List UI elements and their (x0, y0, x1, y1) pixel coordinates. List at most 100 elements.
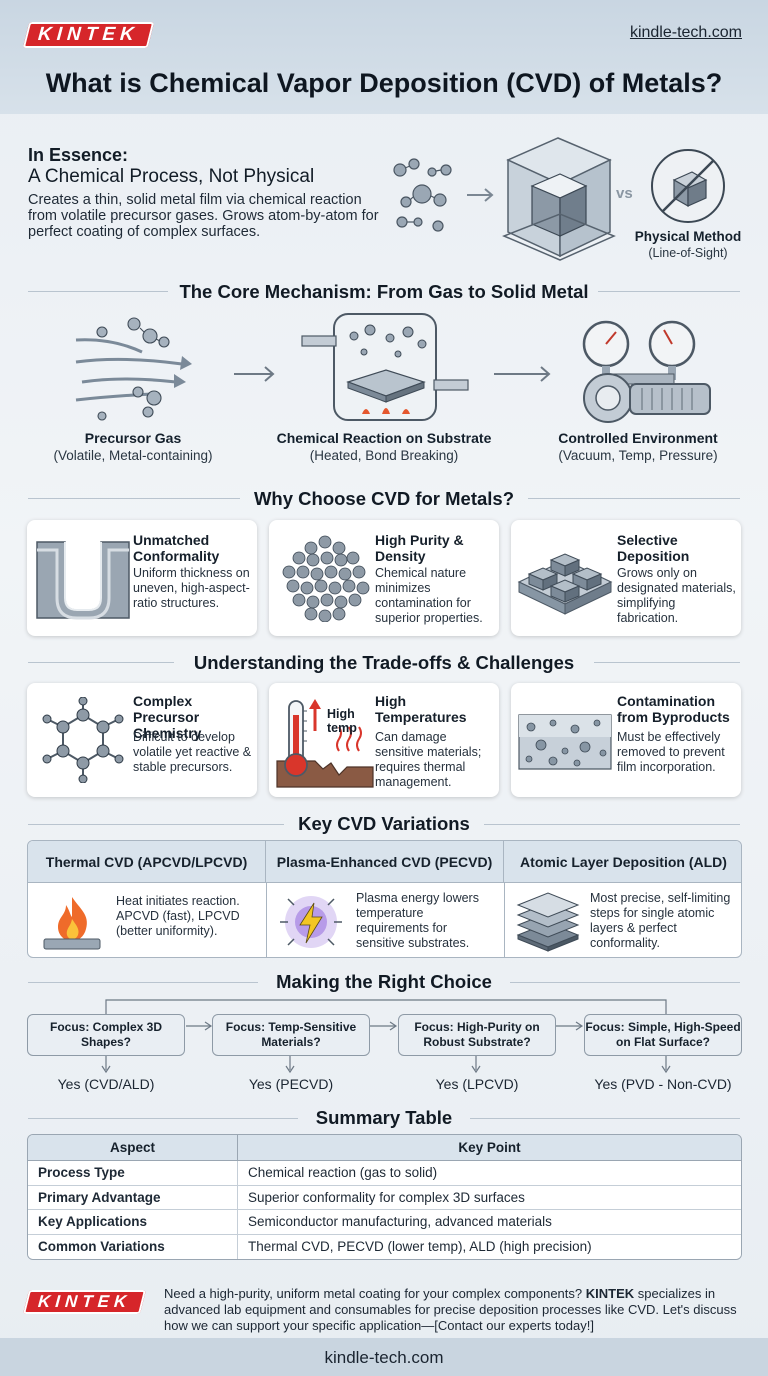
cta-brand: KINTEK (585, 1286, 635, 1301)
mechanism-title: The Core Mechanism: From Gas to Solid Me… (179, 281, 589, 302)
tradeoff-card-precursor: Complex Precursor Chemistry Difficult to… (27, 683, 257, 797)
logo-text: KINTEK (37, 24, 140, 45)
website-link-top[interactable]: kindle-tech.com (629, 24, 742, 41)
card-text: Grows only on designated materials, simp… (617, 566, 736, 625)
why-card-conformality: Unmatched Conformality Uniform thickness… (27, 520, 257, 636)
kintek-logo[interactable]: KINTEK (22, 22, 154, 48)
divider (598, 291, 740, 292)
choice-flat-surface[interactable]: Focus: Simple, High-Speed on Flat Surfac… (584, 1014, 742, 1056)
variation-text: Most precise, self-limiting steps for si… (590, 891, 731, 950)
coated-cube-icon (502, 137, 616, 261)
choice-temp-sensitive[interactable]: Focus: Temp-Sensitive Materials? (212, 1014, 370, 1056)
divider (484, 824, 740, 825)
choice-title: Making the Right Choice (276, 971, 492, 992)
contaminated-film-icon (518, 714, 612, 770)
footer (0, 1338, 768, 1376)
row-aspect: Primary Advantage (28, 1185, 238, 1210)
choice-answer: Yes (LPCVD) (435, 1076, 519, 1092)
summary-title: Summary Table (315, 1107, 453, 1128)
table-row: Primary Advantage Superior conformality … (28, 1185, 741, 1210)
physical-method-sub: (Line-of-Sight) (648, 246, 728, 260)
row-aspect: Common Variations (28, 1234, 238, 1259)
step-label-precursor: Precursor Gas (84, 430, 182, 446)
card-text: Can damage sensitive materials; requires… (375, 730, 482, 789)
tradeoff-card-contamination: Contamination from Byproducts Must be ef… (511, 683, 741, 797)
row-key-point: Superior conformality for complex 3D sur… (238, 1185, 741, 1210)
high-temp-badge: High temp (327, 707, 357, 735)
card-title: Contamination from Byproducts (617, 693, 730, 725)
choice-answer: Yes (PECVD) (248, 1076, 334, 1092)
atom-lattice-icon (282, 535, 370, 622)
molecule-icon (42, 697, 124, 783)
gas-molecules-icon (393, 158, 452, 232)
thermometer-icon (276, 699, 374, 788)
card-title: Complex Precursor Chemistry (133, 693, 202, 741)
divider (504, 883, 505, 957)
arrow-right-icon (234, 366, 275, 382)
card-title: Unmatched Conformality (133, 532, 220, 564)
table-row: Common Variations Thermal CVD, PECVD (lo… (28, 1234, 741, 1259)
divider (266, 883, 267, 957)
step-sub-reaction: (Heated, Bond Breaking) (309, 448, 459, 463)
arrow-right-icon (467, 188, 494, 202)
cta-text: Need a high-purity, uniform metal coatin… (164, 1286, 744, 1334)
divider (528, 498, 740, 499)
table-row: Key Applications Semiconductor manufactu… (28, 1210, 741, 1235)
choice-complex-3d[interactable]: Focus: Complex 3D Shapes? (27, 1014, 185, 1056)
variation-name: Plasma-Enhanced CVD (PECVD) (266, 841, 504, 883)
divider (28, 662, 174, 663)
divider (28, 1118, 298, 1119)
physical-method-icon (651, 149, 725, 223)
card-text: Uniform thickness on uneven, high-aspect… (133, 566, 250, 610)
step-sub-environment: (Vacuum, Temp, Pressure) (558, 448, 718, 463)
arrow-right-icon (494, 366, 551, 382)
row-aspect: Key Applications (28, 1210, 238, 1235)
variation-name: Atomic Layer Deposition (ALD) (504, 841, 741, 883)
why-card-purity: High Purity & Density Chemical nature mi… (269, 520, 499, 636)
variation-name: Thermal CVD (APCVD/LPCVD) (28, 841, 266, 883)
page-title: What is Chemical Vapor Deposition (CVD) … (45, 68, 723, 98)
column-header: Key Point (238, 1135, 741, 1161)
divider (28, 824, 284, 825)
selective-blocks-icon (517, 553, 613, 615)
trench-coating-icon (36, 541, 130, 620)
website-link-bottom[interactable]: kindle-tech.com (324, 1348, 444, 1367)
layer-stack-icon (516, 892, 580, 952)
choice-high-purity[interactable]: Focus: High-Purity on Robust Substrate? (398, 1014, 556, 1056)
essence-subheading: A Chemical Process, Not Physical (28, 166, 315, 187)
card-text: Difficult to develop volatile yet reacti… (133, 730, 252, 774)
card-text: Must be effectively removed to prevent f… (617, 730, 725, 774)
cta-pre: Need a high-purity, uniform metal coatin… (164, 1286, 586, 1301)
card-title: High Temperatures (375, 693, 467, 725)
table-header-row: Aspect Key Point (28, 1135, 741, 1161)
flame-icon (43, 897, 101, 950)
why-title: Why Choose CVD for Metals? (253, 488, 515, 509)
plasma-bolt-icon (280, 896, 342, 948)
vs-label: vs (616, 185, 633, 202)
gas-molecules-icon (75, 317, 192, 421)
tradeoff-card-temperature: High temp High Temperatures Can damage s… (269, 683, 499, 797)
step-label-reaction: Chemical Reaction on Substrate (276, 430, 492, 446)
tradeoffs-title: Understanding the Trade-offs & Challenge… (193, 652, 575, 673)
step-label-environment: Controlled Environment (558, 430, 718, 446)
choice-answer: Yes (CVD/ALD) (57, 1076, 155, 1092)
variations-table: Thermal CVD (APCVD/LPCVD) Plasma-Enhance… (27, 840, 742, 958)
logo-text: KINTEK (37, 1292, 133, 1311)
variations-title: Key CVD Variations (298, 813, 470, 834)
card-title: Selective Deposition (617, 532, 690, 564)
essence-heading: In Essence: (28, 145, 129, 165)
divider (510, 982, 740, 983)
cta-post[interactable]: specializes in advanced lab equipment an… (164, 1286, 737, 1333)
variation-text: Heat initiates reaction. APCVD (fast), L… (116, 894, 240, 938)
header (0, 0, 768, 114)
divider (28, 982, 258, 983)
essence-body: Creates a thin, solid metal film via che… (28, 192, 379, 240)
divider (28, 291, 168, 292)
divider (470, 1118, 740, 1119)
card-title: High Purity & Density (375, 532, 464, 564)
card-text: Chemical nature minimizes contamination … (375, 566, 483, 625)
choice-connectors (101, 999, 671, 1074)
choice-answer: Yes (PVD - Non-CVD) (594, 1076, 732, 1092)
row-key-point: Thermal CVD, PECVD (lower temp), ALD (hi… (238, 1234, 741, 1259)
kintek-logo-footer[interactable]: KINTEK (23, 1290, 147, 1314)
